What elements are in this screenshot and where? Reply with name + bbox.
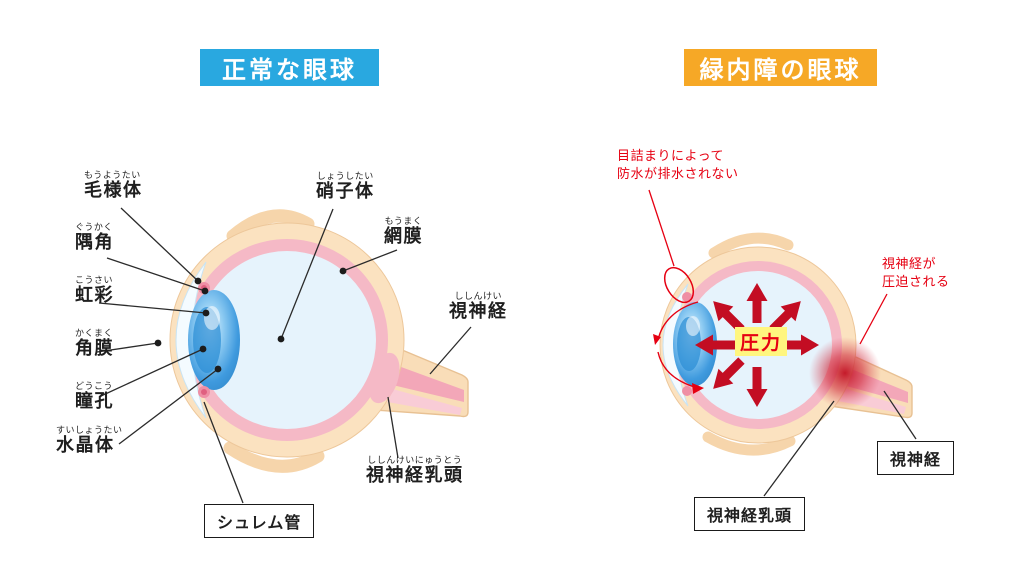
optic-nerve-stripe-light	[376, 385, 462, 415]
dot-iris	[202, 309, 210, 317]
leader-optic-nerve	[429, 326, 472, 375]
leader-optic-disc-right	[763, 400, 835, 497]
angle-furigana: ぐうかく	[75, 222, 113, 232]
label-cornea: かくまく 角膜	[75, 328, 114, 360]
normal-eye-title: 正常な眼球	[200, 49, 379, 86]
ciliary-dot-bottom	[201, 389, 207, 395]
note-compressed: 視神経が 圧迫される	[882, 255, 950, 291]
optic-nerve-text: 視神経	[449, 301, 508, 322]
compressed-disc-blob	[809, 337, 881, 409]
inferior-muscle-right	[702, 431, 796, 456]
glaucoma-eye-title: 緑内障の眼球	[684, 49, 877, 86]
pupil-text: 瞳孔	[75, 391, 114, 412]
pressure-label: 圧力	[735, 327, 788, 356]
note-blockage-line2: 防水が排水されない	[617, 166, 739, 182]
normal-eye-leader-lines	[96, 207, 472, 504]
retina-text: 網膜	[384, 226, 423, 247]
dot-angle	[201, 287, 209, 295]
box-optic-disc-right: 視神経乳頭	[694, 497, 806, 531]
cornea-furigana: かくまく	[75, 328, 114, 338]
blocked-angle-highlight-circle	[663, 266, 695, 304]
dot-cornea	[154, 339, 162, 347]
note-compressed-line1: 視神経が	[882, 256, 937, 271]
vitreous-furigana: しょうしたい	[316, 171, 374, 181]
flow-arrowhead-lower	[692, 383, 704, 394]
optic-disc-text: 視神経乳頭	[366, 465, 464, 486]
lens-furigana: すいしょうたい	[56, 425, 123, 435]
box-optic-nerve-right: 視神経	[877, 441, 955, 475]
leader-pupil	[100, 348, 204, 397]
lens-highlight-right	[686, 316, 700, 336]
ciliary-body-furigana: もうようたい	[84, 170, 141, 180]
leader-iris	[98, 302, 207, 314]
dot-vitreous	[277, 335, 285, 343]
flow-curve-upper	[657, 301, 699, 341]
label-angle: ぐうかく 隅角	[75, 222, 114, 254]
normal-eye-leader-dots	[154, 267, 347, 373]
pupil-furigana: どうこう	[75, 381, 114, 391]
note-blockage: 目詰まりによって 防水が排水されない	[617, 147, 739, 183]
dot-lens	[214, 365, 222, 373]
iris-text: 虹彩	[75, 285, 114, 306]
label-retina: もうまく 網膜	[384, 216, 423, 248]
inferior-muscle	[223, 441, 325, 473]
note-blockage-line1: 目詰まりによって	[617, 148, 724, 163]
lens-text: 水晶体	[56, 435, 115, 456]
lens-highlight	[204, 306, 220, 330]
dot-retina	[339, 267, 347, 275]
optic-disc-furigana: ししんけいにゅうとう	[367, 455, 463, 465]
ciliary-body-bottom-right	[682, 386, 692, 396]
glaucoma-leader-lines	[648, 189, 917, 497]
superior-muscle	[226, 209, 315, 243]
optic-nerve-furigana: ししんけい	[454, 291, 502, 301]
flow-arrowhead-upper	[653, 334, 661, 345]
leader-blockage-note	[648, 189, 675, 267]
leader-optic-disc	[387, 396, 399, 459]
leader-angle	[106, 257, 206, 292]
label-optic-disc: ししんけいにゅうとう 視神経乳頭	[366, 455, 464, 487]
leader-schlemm	[203, 401, 244, 504]
cornea-text: 角膜	[75, 338, 114, 359]
optic-disc-bump	[368, 352, 400, 404]
ciliary-body-top-right	[682, 292, 692, 302]
vitreous-text: 硝子体	[316, 181, 375, 202]
leader-lens	[118, 368, 219, 445]
label-vitreous: しょうしたい 硝子体	[316, 171, 375, 203]
leader-vitreous	[280, 208, 334, 340]
leader-ciliary	[120, 207, 199, 282]
optic-nerve-stripe	[380, 360, 464, 402]
leader-retina	[342, 249, 398, 272]
dot-ciliary	[194, 277, 202, 285]
label-pupil: どうこう 瞳孔	[75, 381, 114, 413]
leader-optic-nerve-right	[883, 390, 917, 440]
retina-furigana: もうまく	[384, 216, 423, 226]
label-ciliary-body: もうようたい 毛様体	[84, 170, 143, 202]
ciliary-body-text: 毛様体	[84, 180, 143, 201]
vitreous-body	[198, 251, 376, 429]
label-lens: すいしょうたい 水晶体	[56, 425, 123, 457]
angle-text: 隅角	[75, 232, 114, 253]
iris-furigana: こうさい	[75, 275, 114, 285]
dot-pupil	[199, 345, 207, 353]
label-optic-nerve: ししんけい 視神経	[449, 291, 508, 323]
note-compressed-line2: 圧迫される	[882, 274, 950, 290]
leader-compressed-note	[859, 293, 888, 345]
leader-cornea	[96, 342, 159, 353]
label-iris: こうさい 虹彩	[75, 275, 114, 307]
label-schlemm-canal: シュレム管	[204, 504, 315, 538]
superior-muscle-right	[708, 232, 794, 259]
